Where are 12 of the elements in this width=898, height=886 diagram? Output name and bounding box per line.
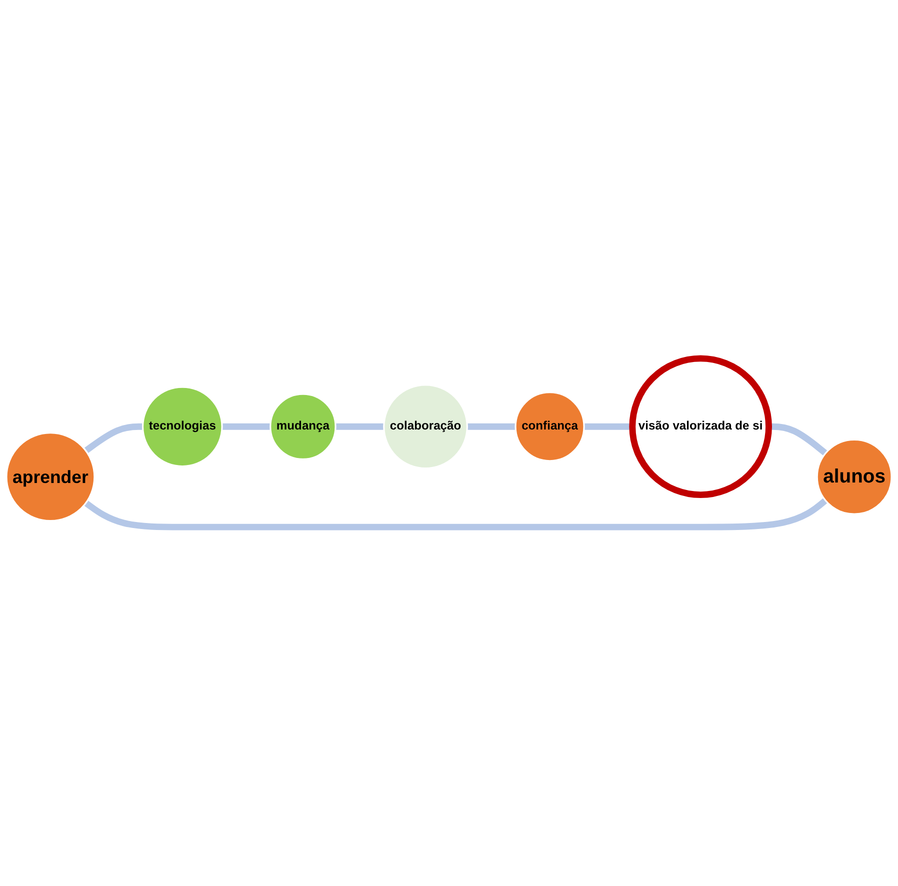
node-circle: visão valorizada de si bbox=[629, 355, 772, 498]
connector bbox=[84, 424, 143, 454]
node-circle: tecnologias bbox=[142, 386, 223, 468]
node-circle: colaboração bbox=[383, 384, 468, 470]
connector bbox=[84, 498, 828, 531]
connector bbox=[336, 424, 384, 430]
node-circle: mudança bbox=[270, 394, 336, 460]
node-circle: aprender bbox=[6, 432, 96, 522]
connector bbox=[467, 424, 516, 430]
node-circle: confiança bbox=[514, 392, 585, 462]
node-circle: alunos bbox=[816, 439, 892, 516]
connector bbox=[222, 424, 270, 430]
